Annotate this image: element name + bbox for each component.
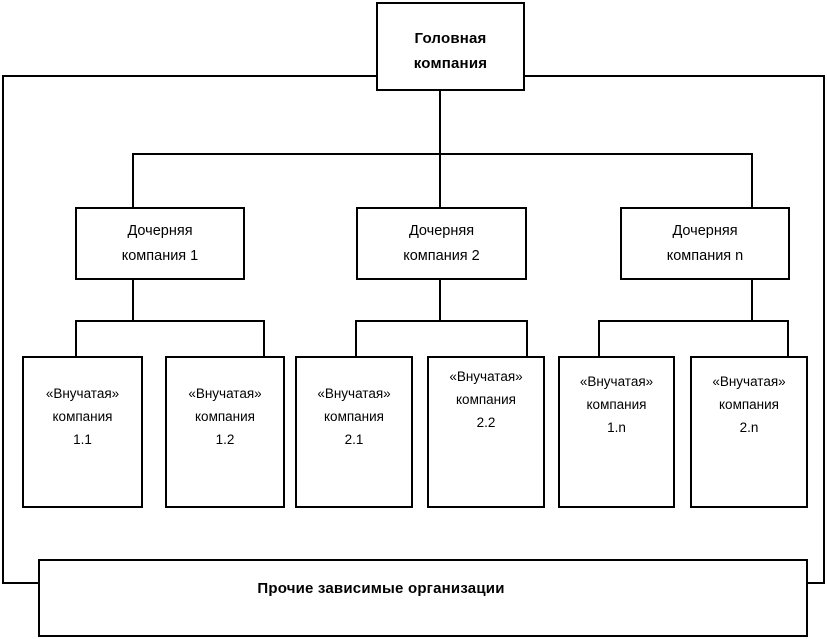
connector-level2-bus [132, 153, 753, 155]
subsidiary-2-label-line-2: компания 2 [403, 247, 480, 264]
grandchild-1-1-label-line-3: 1.1 [73, 432, 92, 447]
connector-group-2-to-grandchild-2-1 [355, 320, 357, 358]
other-dependent-organizations-label: Прочие зависимые организации [257, 580, 505, 597]
grandchild-box-1-n[interactable]: «Внучатая» компания 1.n [558, 356, 675, 508]
outer-frame-bottom-left-stub [2, 582, 40, 584]
subsidiary-1-label-line-2: компания 1 [121, 247, 199, 264]
grandchild-2-n-label-line-1: «Внучатая» [712, 374, 786, 389]
root-company-label-line-2: компания [413, 54, 488, 72]
grandchild-2-2-label-line-3: 2.2 [476, 415, 496, 430]
grandchild-1-2-label-line-3: 1.2 [215, 432, 235, 447]
connector-bus-to-subsidiary-2 [439, 153, 441, 207]
connector-group-2-bus [355, 320, 528, 322]
connector-group-1-bus [75, 320, 265, 322]
grandchild-1-1-label-line-1: «Внучатая» [45, 386, 120, 401]
outer-frame-bottom-right-stub [806, 582, 825, 584]
connector-bus-to-subsidiary-1 [132, 153, 134, 207]
connector-group-3-to-grandchild-1-n [598, 320, 600, 358]
outer-frame-left-edge [2, 75, 4, 584]
outer-frame-top-right-segment [525, 75, 825, 77]
other-dependent-organizations-box[interactable]: Прочие зависимые организации [38, 559, 808, 637]
connector-group-3-to-grandchild-2-n [787, 320, 789, 358]
outer-frame-top-left-segment [2, 75, 376, 77]
grandchild-2-n-label-line-3: 2.n [739, 420, 759, 435]
connector-subsidiary-1-drop [132, 280, 134, 322]
connector-group-2-to-grandchild-2-2 [526, 320, 528, 358]
grandchild-1-n-label-line-2: компания [586, 397, 647, 412]
grandchild-1-1-label-line-2: компания [52, 409, 113, 424]
grandchild-box-2-n[interactable]: «Внучатая» компания 2.n [690, 356, 808, 508]
grandchild-1-n-label-line-1: «Внучатая» [579, 374, 654, 389]
grandchild-box-2-1[interactable]: «Внучатая» компания 2.1 [295, 356, 413, 508]
outer-frame-right-edge [823, 75, 825, 584]
connector-root-to-bus [439, 91, 441, 155]
grandchild-box-2-2[interactable]: «Внучатая» компания 2.2 [427, 356, 545, 508]
grandchild-2-2-label-line-2: компания [456, 392, 516, 407]
subsidiary-2-label-line-1: Дочерняя [408, 222, 475, 239]
connector-subsidiary-2-drop [439, 280, 441, 322]
grandchild-1-2-label-line-2: компания [195, 409, 255, 424]
connector-group-3-bus [598, 320, 789, 322]
subsidiary-n-label-line-2: компания n [666, 247, 744, 264]
connector-group-1-to-grandchild-1-1 [75, 320, 77, 358]
subsidiary-box-n[interactable]: Дочерняя компания n [620, 207, 790, 280]
grandchild-2-1-label-line-3: 2.1 [344, 432, 364, 447]
subsidiary-box-1[interactable]: Дочерняя компания 1 [75, 207, 245, 280]
grandchild-box-1-2[interactable]: «Внучатая» компания 1.2 [165, 356, 285, 508]
grandchild-2-2-label-line-1: «Внучатая» [449, 369, 523, 384]
root-company-label-line-1: Головная [414, 29, 487, 47]
connector-subsidiary-n-drop [751, 280, 753, 322]
subsidiary-1-label-line-1: Дочерняя [127, 222, 193, 239]
subsidiary-box-2[interactable]: Дочерняя компания 2 [356, 207, 527, 280]
grandchild-box-1-1[interactable]: «Внучатая» компания 1.1 [22, 356, 143, 508]
connector-group-1-to-grandchild-1-2 [263, 320, 265, 358]
root-company-box[interactable]: Головная компания [376, 2, 525, 91]
grandchild-1-2-label-line-1: «Внучатая» [188, 386, 262, 401]
subsidiary-n-label-line-1: Дочерняя [672, 222, 738, 239]
grandchild-1-n-label-line-3: 1.n [607, 420, 626, 435]
grandchild-2-1-label-line-2: компания [324, 409, 384, 424]
connector-bus-to-subsidiary-n [751, 153, 753, 207]
grandchild-2-1-label-line-1: «Внучатая» [317, 386, 391, 401]
grandchild-2-n-label-line-2: компания [719, 397, 779, 412]
